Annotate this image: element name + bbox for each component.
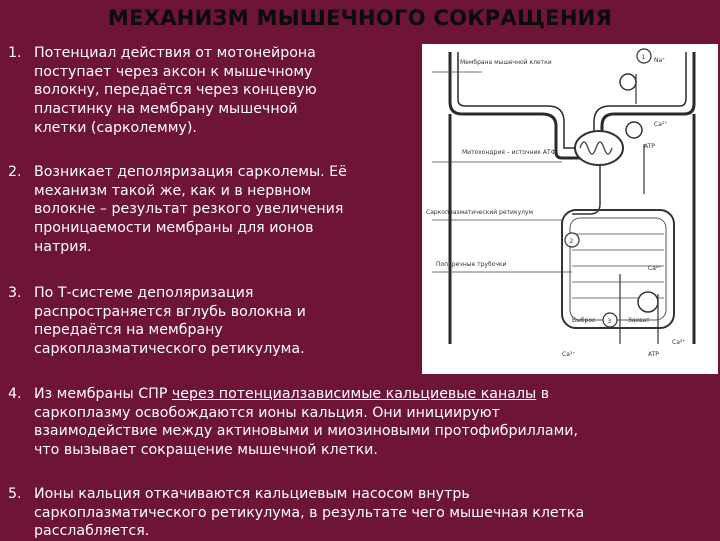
item-text: Из мембраны СПР через потенциалзависимые… — [8, 385, 718, 460]
diagram-drawing: 2 3 1 Мембрана мышечной клетки Митохондр… — [426, 48, 696, 358]
sarcoplasmic-reticulum-label: Саркоплазматический ретикулум — [426, 209, 533, 216]
list-item-2: 2. Возникает деполяризация сарколемы. Её… — [8, 163, 422, 257]
step-2-label: 2 — [570, 238, 574, 245]
mitochondria-label: Митохондрия – источник АТФ — [462, 149, 556, 156]
step-3-label: 3 — [608, 318, 612, 325]
item-text: Потенциал действия от мотонейрона поступ… — [34, 45, 317, 136]
uptake-label: Захват — [628, 317, 650, 324]
slide-title: МЕХАНИЗМ МЫШЕЧНОГО СОКРАЩЕНИЯ — [107, 6, 613, 30]
calcium-label-4: Ca²⁺ — [672, 339, 685, 346]
list-item-1: 1. Потенциал действия от мотонейрона пос… — [8, 44, 420, 138]
calcium-label-1: Ca²⁺ — [654, 121, 667, 128]
atp-label-top: ATP — [644, 143, 655, 150]
calcium-label-3: Ca²⁺ — [562, 351, 575, 358]
calcium-channels-link: через потенциалзависимые кальциевые кана… — [171, 386, 537, 402]
release-label: Выброс — [572, 317, 595, 324]
item-text: По Т-системе деполяризация распространяе… — [34, 285, 306, 358]
item-text: Ионы кальция откачиваются кальциевым нас… — [34, 486, 585, 540]
atp-label-bottom: ATP — [648, 351, 659, 358]
step-1-label: 1 — [642, 54, 646, 61]
item-text-end: в саркоплазму освобождаются ионы кальция… — [34, 386, 579, 459]
list-item-4: 4. Из мембраны СПР через потенциалзависи… — [8, 385, 718, 460]
list-item-3: 3. По Т-системе деполяризация распростра… — [8, 284, 420, 359]
sodium-label: Na⁺ — [654, 57, 665, 64]
calcium-label-2: Ca²⁺ — [648, 265, 661, 272]
item-number: 1. — [8, 45, 22, 61]
membrane-label: Мембрана мышечной клетки — [460, 59, 552, 66]
list-item-5: 5. Ионы кальция откачиваются кальциевым … — [8, 485, 718, 541]
item-number: 4. — [8, 386, 22, 402]
item-text: Возникает деполяризация сарколемы. Её ме… — [34, 164, 347, 255]
item-number: 5. — [8, 486, 22, 502]
muscle-cell-diagram: 2 3 1 Мембрана мышечной клетки Митохондр… — [422, 44, 718, 374]
item-number: 3. — [8, 285, 22, 301]
t-tubule-label: Поперечные трубочки — [436, 261, 506, 268]
item-number: 2. — [8, 164, 22, 180]
item-text-start: Из мембраны СПР — [34, 386, 172, 402]
